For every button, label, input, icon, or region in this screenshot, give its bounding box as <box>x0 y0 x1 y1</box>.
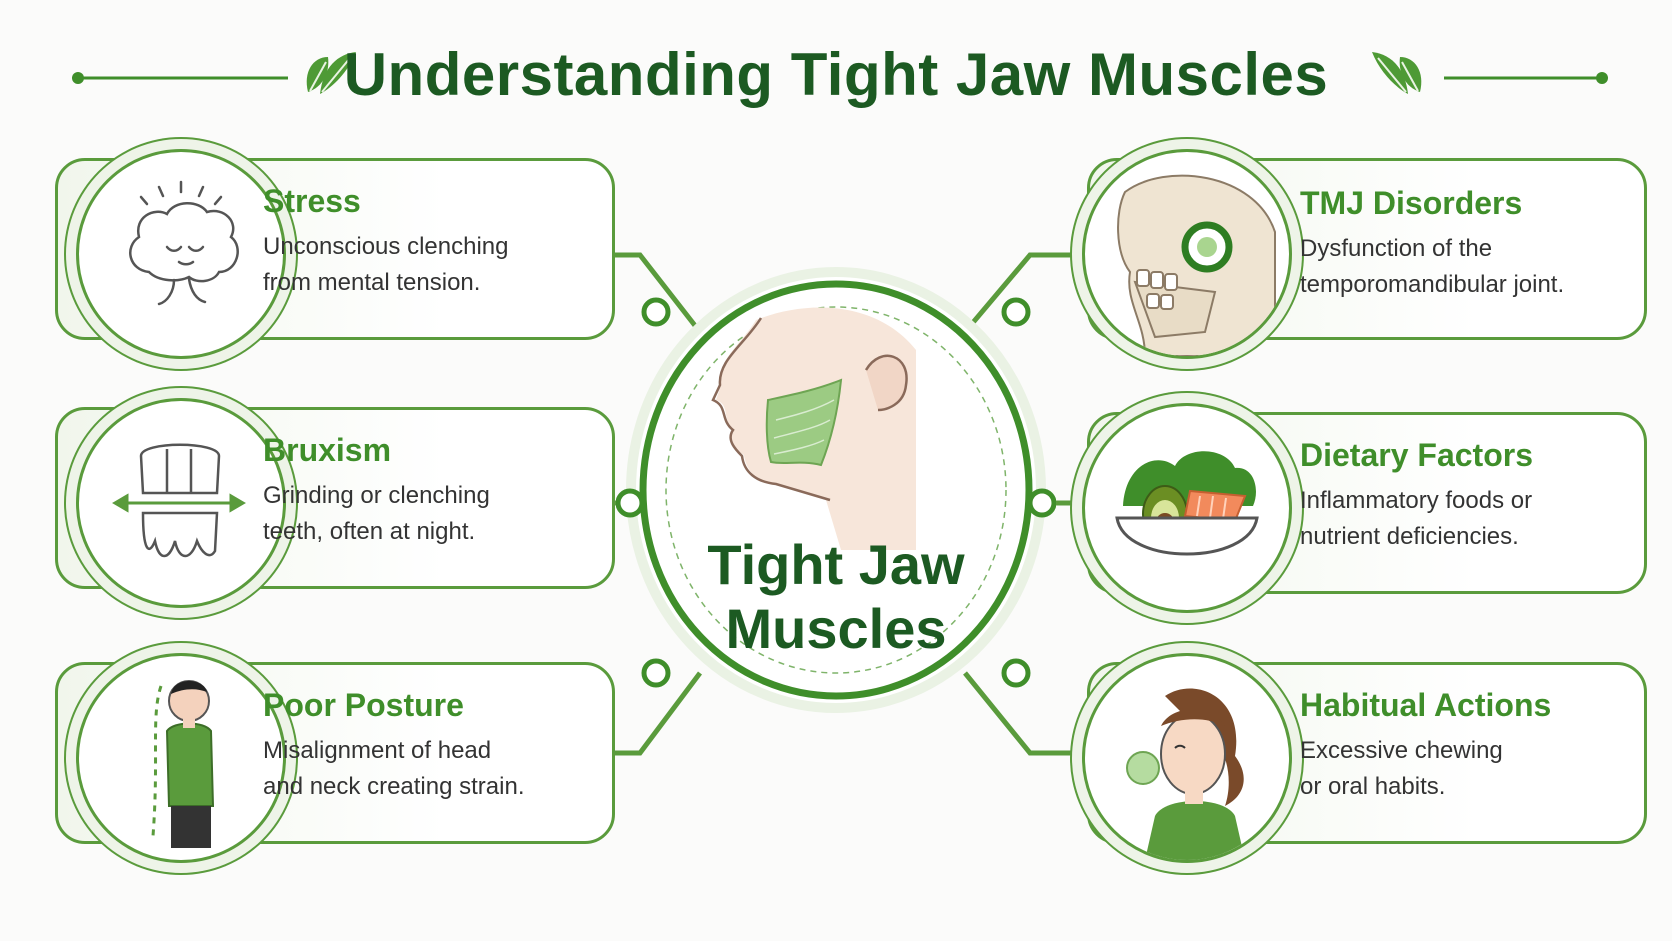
card-posture: Poor Posture Misalignment of head and ne… <box>55 653 615 863</box>
tmj-desc-line1: Dysfunction of the <box>1300 235 1493 262</box>
stress-desc-line2: from mental tension. <box>263 269 481 296</box>
stress-desc-line1: Unconscious clenching <box>263 233 509 260</box>
bruxism-title: Bruxism <box>263 432 392 468</box>
center-title-line1: Tight Jaw <box>707 533 965 596</box>
stress-icon-circle <box>76 149 286 359</box>
card-diet: Dietary Factors Inflammatory foods or nu… <box>1082 403 1647 613</box>
diet-description: Inflammatory foods or nutrient deficienc… <box>1300 483 1620 555</box>
diet-desc-line1: Inflammatory foods or <box>1300 487 1533 514</box>
posture-icon-circle <box>76 653 286 863</box>
diet-icon-circle <box>1082 403 1292 613</box>
chewing-gum-icon <box>1126 688 1245 860</box>
diet-title: Dietary Factors <box>1300 437 1533 473</box>
posture-desc-line1: Misalignment of head <box>263 737 492 764</box>
skull-joint-icon <box>1117 174 1276 356</box>
diet-desc-line2: nutrient deficiencies. <box>1300 523 1519 550</box>
bruxism-icon-circle <box>76 398 286 608</box>
posture-person-icon <box>151 680 215 848</box>
teeth-icon <box>112 443 246 558</box>
brain-icon <box>129 180 239 306</box>
page-title: Understanding Tight Jaw Muscles <box>343 41 1329 108</box>
center-title-line2: Muscles <box>725 597 947 660</box>
bruxism-description: Grinding or clenching teeth, often at ni… <box>263 478 583 550</box>
card-habits: Habitual Actions Excessive chewing or or… <box>1082 653 1647 863</box>
center-title: Tight Jaw Muscles <box>680 533 992 661</box>
habits-description: Excessive chewing or oral habits. <box>1300 733 1620 805</box>
tmj-description: Dysfunction of the temporomandibular joi… <box>1300 231 1640 303</box>
stress-title: Stress <box>263 183 361 219</box>
leaf-icon-left <box>306 52 356 94</box>
tmj-title: TMJ Disorders <box>1300 185 1523 221</box>
posture-title: Poor Posture <box>263 687 464 723</box>
bruxism-desc-line2: teeth, often at night. <box>263 518 476 545</box>
food-bowl-icon <box>1115 451 1259 556</box>
stress-description: Unconscious clenching from mental tensio… <box>263 229 583 301</box>
habits-title: Habitual Actions <box>1300 687 1552 723</box>
tmj-icon-circle <box>1082 149 1292 359</box>
posture-desc-line2: and neck creating strain. <box>263 773 525 800</box>
habits-desc-line2: or oral habits. <box>1300 773 1446 800</box>
habits-desc-line1: Excessive chewing <box>1300 737 1503 764</box>
posture-description: Misalignment of head and neck creating s… <box>263 733 583 805</box>
tmj-desc-line2: temporomandibular joint. <box>1300 271 1565 298</box>
center-hub <box>616 267 1056 713</box>
habits-icon-circle <box>1082 653 1292 863</box>
card-tmj: TMJ Disorders Dysfunction of the temporo… <box>1082 149 1647 359</box>
leaf-icon-right <box>1372 52 1422 94</box>
card-bruxism: Bruxism Grinding or clenching teeth, oft… <box>55 398 615 608</box>
bruxism-desc-line1: Grinding or clenching <box>263 482 490 509</box>
card-stress: Stress Unconscious clenching from mental… <box>55 149 615 359</box>
